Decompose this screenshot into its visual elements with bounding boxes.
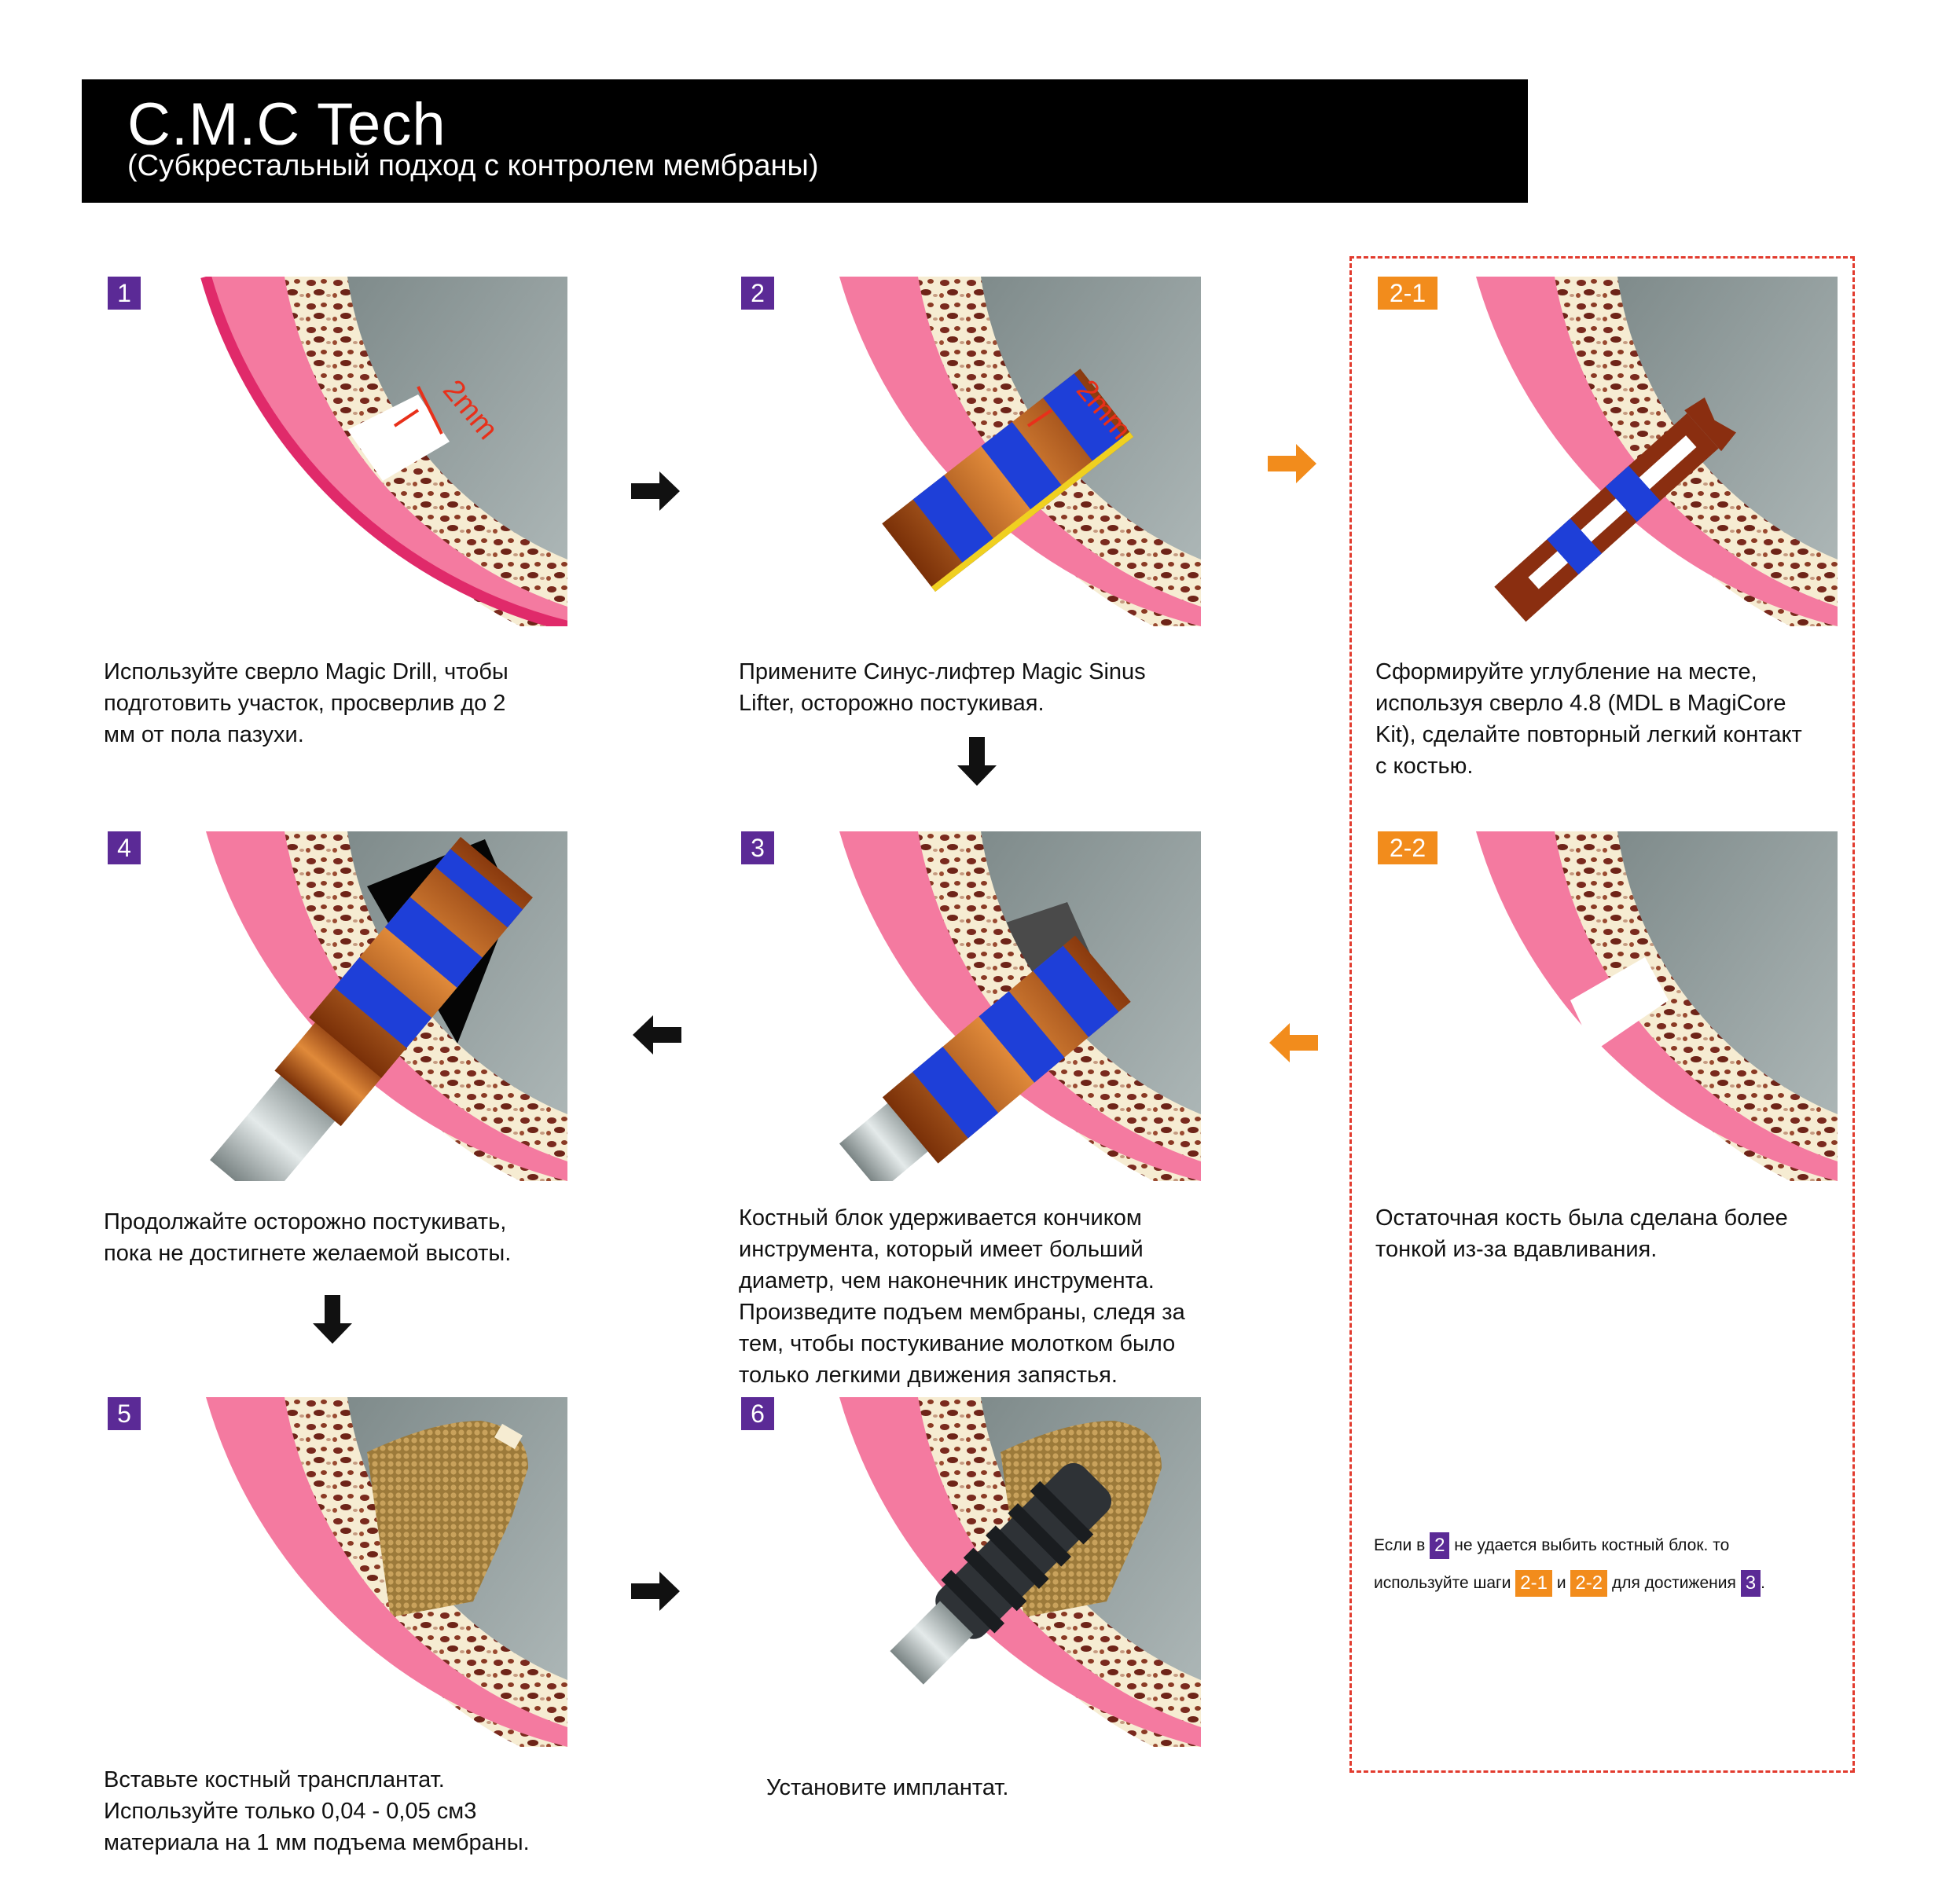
step-6-caption: Установите имплантат. xyxy=(766,1775,1009,1800)
alternative-steps-box xyxy=(1349,256,1855,1773)
arrow-right-icon xyxy=(631,1572,680,1611)
step-5-illustration xyxy=(198,1397,567,1747)
step-2-badge: 2 xyxy=(741,277,774,310)
step-2-2-illustration xyxy=(1468,831,1838,1181)
arrow-down-icon xyxy=(957,737,997,786)
step-4-illustration xyxy=(198,831,567,1181)
step-2-illustration: 2mm xyxy=(832,277,1201,626)
page-subtitle: (Субкрестальный подход с контролем мембр… xyxy=(127,149,819,182)
step-6-illustration xyxy=(832,1397,1201,1747)
step-1-illustration: 2mm xyxy=(198,277,567,626)
step-2-2-caption: Остаточная кость была сделана более тонк… xyxy=(1375,1205,1788,1262)
note-badge-2-1: 2-1 xyxy=(1515,1570,1552,1598)
note-badge-3: 3 xyxy=(1740,1570,1761,1598)
arrow-left-icon xyxy=(633,1015,681,1055)
arrow-down-icon xyxy=(313,1295,352,1344)
arrow-right-icon xyxy=(631,471,680,511)
arrow-right-icon xyxy=(1268,444,1316,483)
title-banner: C.M.C Tech (Субкрестальный подход с конт… xyxy=(82,79,1528,203)
step-2-caption: Примените Синус-лифтер Magic Sinus Lifte… xyxy=(739,659,1146,716)
page-title: C.M.C Tech xyxy=(127,91,446,158)
step-2-1-caption: Сформируйте углубление на месте, использ… xyxy=(1375,659,1802,779)
step-4-caption: Продолжайте осторожно постукивать, пока … xyxy=(104,1209,512,1266)
step-5-badge: 5 xyxy=(108,1397,141,1430)
step-1-caption: Используйте сверло Magic Drill, чтобы по… xyxy=(104,659,509,747)
alternative-note: Если в 2 не удается выбить костный блок.… xyxy=(1374,1527,1845,1602)
step-2-1-badge: 2-1 xyxy=(1378,277,1437,310)
step-2-2-badge: 2-2 xyxy=(1378,831,1437,864)
note-badge-2: 2 xyxy=(1430,1532,1450,1560)
step-4-badge: 4 xyxy=(108,831,141,864)
note-badge-2-2: 2-2 xyxy=(1570,1570,1608,1598)
step-3-caption: Костный блок удерживается кончиком инстр… xyxy=(739,1205,1185,1388)
step-1-badge: 1 xyxy=(108,277,141,310)
step-3-illustration xyxy=(832,831,1201,1181)
arrow-left-icon xyxy=(1269,1023,1318,1062)
step-3-badge: 3 xyxy=(741,831,774,864)
step-6-badge: 6 xyxy=(741,1397,774,1430)
step-2-1-illustration xyxy=(1468,277,1838,626)
step-5-caption: Вставьте костный трансплантат. Используй… xyxy=(104,1767,530,1855)
